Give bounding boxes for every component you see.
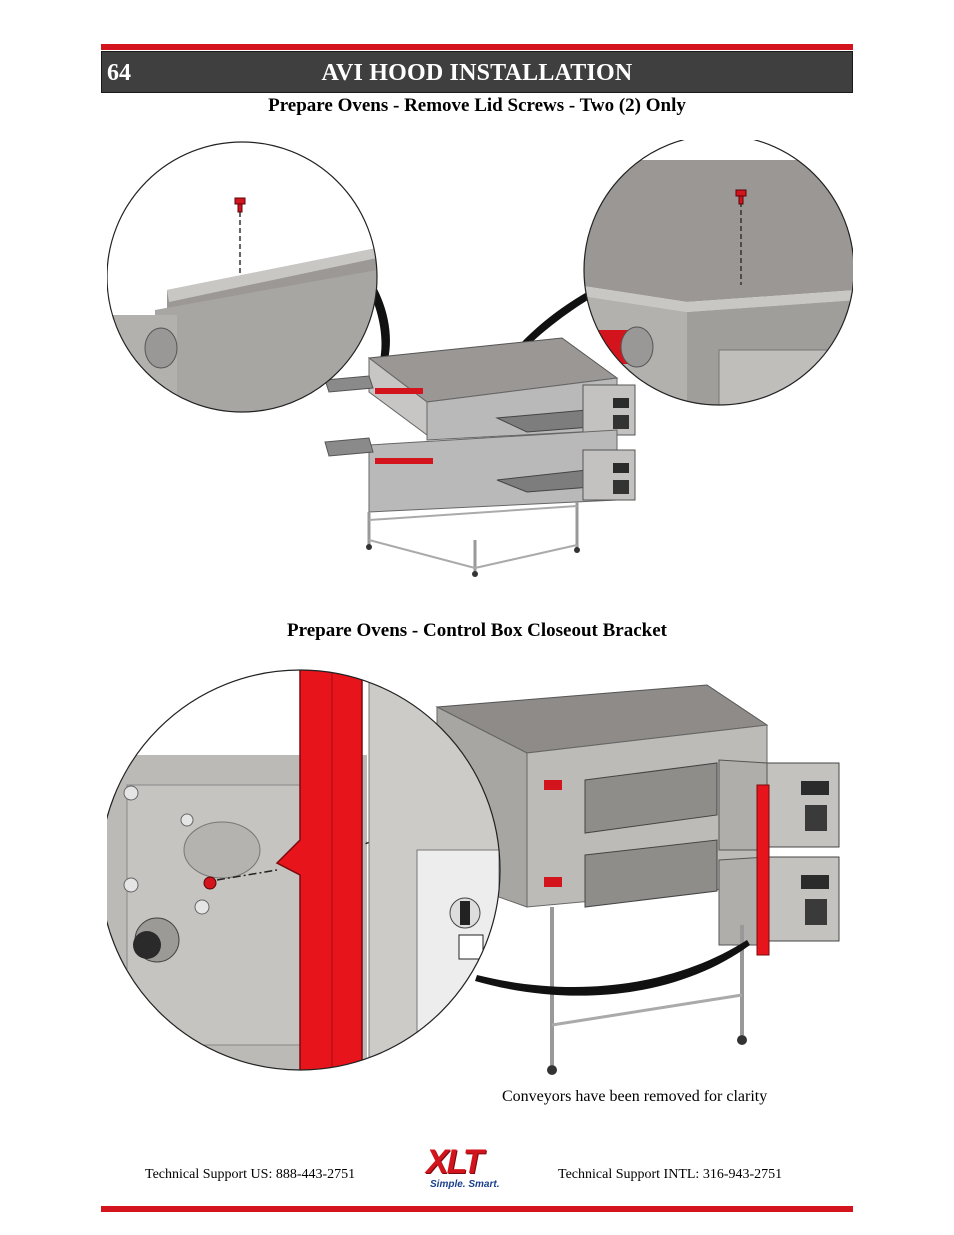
logo-wordmark: XLT xyxy=(426,1143,484,1181)
bracket-detail-circle xyxy=(107,669,501,1071)
page-number: 64 xyxy=(107,60,131,86)
figure-caption: Conveyors have been removed for clarity xyxy=(502,1088,768,1105)
callout-arrow-right xyxy=(489,292,591,390)
page-title: AVI HOOD INSTALLATION xyxy=(321,60,633,86)
support-intl: Technical Support INTL: 316-943-2751 xyxy=(558,1167,783,1182)
bottom-red-rule xyxy=(101,1206,853,1212)
oven-stack xyxy=(324,337,636,577)
lid-screws-illustration xyxy=(107,140,853,585)
page-header: 64 AVI HOOD INSTALLATION xyxy=(101,51,853,93)
closeout-bracket-illustration xyxy=(107,645,853,1087)
callout-arrow-bracket xyxy=(475,940,750,996)
xlt-logo: XLT Simple. Smart. xyxy=(420,1143,525,1195)
support-us: Technical Support US: 888-443-2751 xyxy=(145,1167,356,1182)
logo-tagline: Simple. Smart. xyxy=(430,1179,500,1190)
lid-screw-detail-right xyxy=(583,140,853,406)
top-red-rule xyxy=(101,44,853,50)
section-heading-closeout-bracket: Prepare Ovens - Control Box Closeout Bra… xyxy=(287,620,667,641)
lid-screw-detail-left xyxy=(107,141,378,413)
section-heading-lid-screws: Prepare Ovens - Remove Lid Screws - Two … xyxy=(268,95,686,116)
